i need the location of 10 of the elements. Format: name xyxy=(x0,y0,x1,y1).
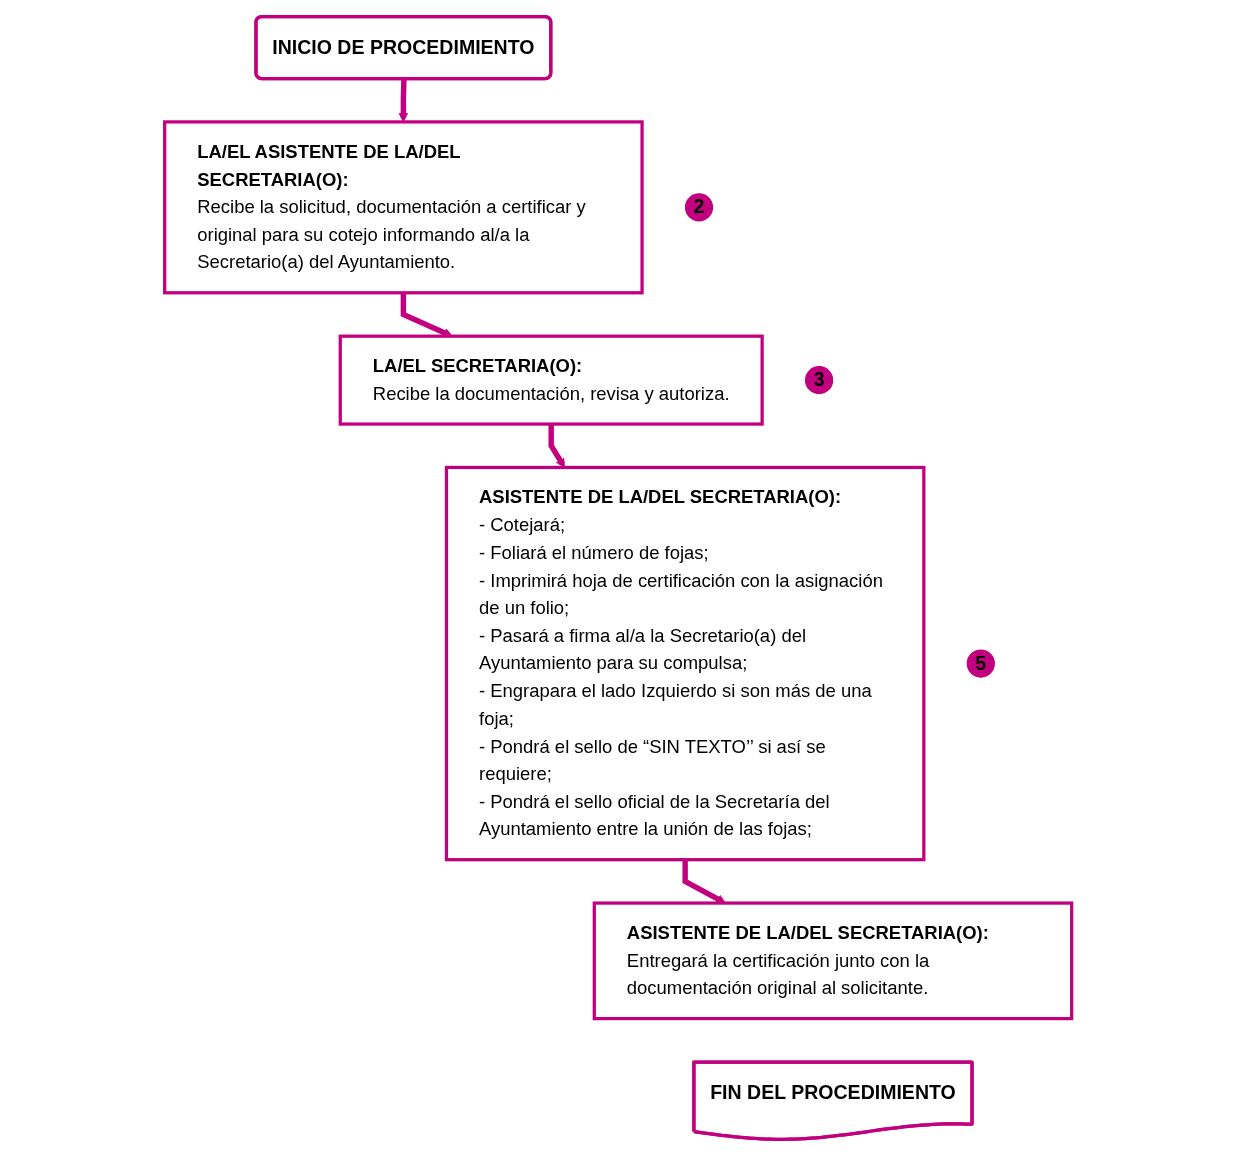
node-circle xyxy=(804,365,834,394)
flowchart-diagram: INICIO DE PROCEDIMIENTO LA/EL ASISTENTE DE LA/DEL SECRETARIA(O): Recibe la solicitud, documentación a certificar y original para su cotejo informando al/a la Secretario(a) del Ayuntamiento. 2 LA/EL SECRETARIA(O): Recibe la documentación, revisa y autoriza. 3 ASISTENTE DE LA/DEL SECRETARIA(O): - Cotejará; - Foliará el número de fojas; - Imprimirá hoja de certificación con la asignación de un folio; - Pasará a firma al/a la Secretario(a) del Ayuntamiento para su compulsa; - Engrapara el lado Izquierdo si son más de una foja; - Pondrá el sello de “SIN TEXTO’’ si así se requiere; - Pondrá el sello oficial de la Secretaría del Ayuntamiento entre la unión de las fojas; 5 ASISTENTE DE LA/DEL SECRETARIA(O): Entregará la certificación junto con la documentación original al solicitante. FIN DEL PROCEDIMIENTO xyxy=(155,7,1081,1148)
node-box xyxy=(444,465,926,861)
node-circle xyxy=(684,192,713,221)
node-circle xyxy=(966,648,995,678)
node-box xyxy=(592,900,1074,1020)
node-box xyxy=(162,119,644,294)
node-box xyxy=(338,334,764,426)
arrow xyxy=(398,78,408,122)
arrow xyxy=(682,859,726,903)
